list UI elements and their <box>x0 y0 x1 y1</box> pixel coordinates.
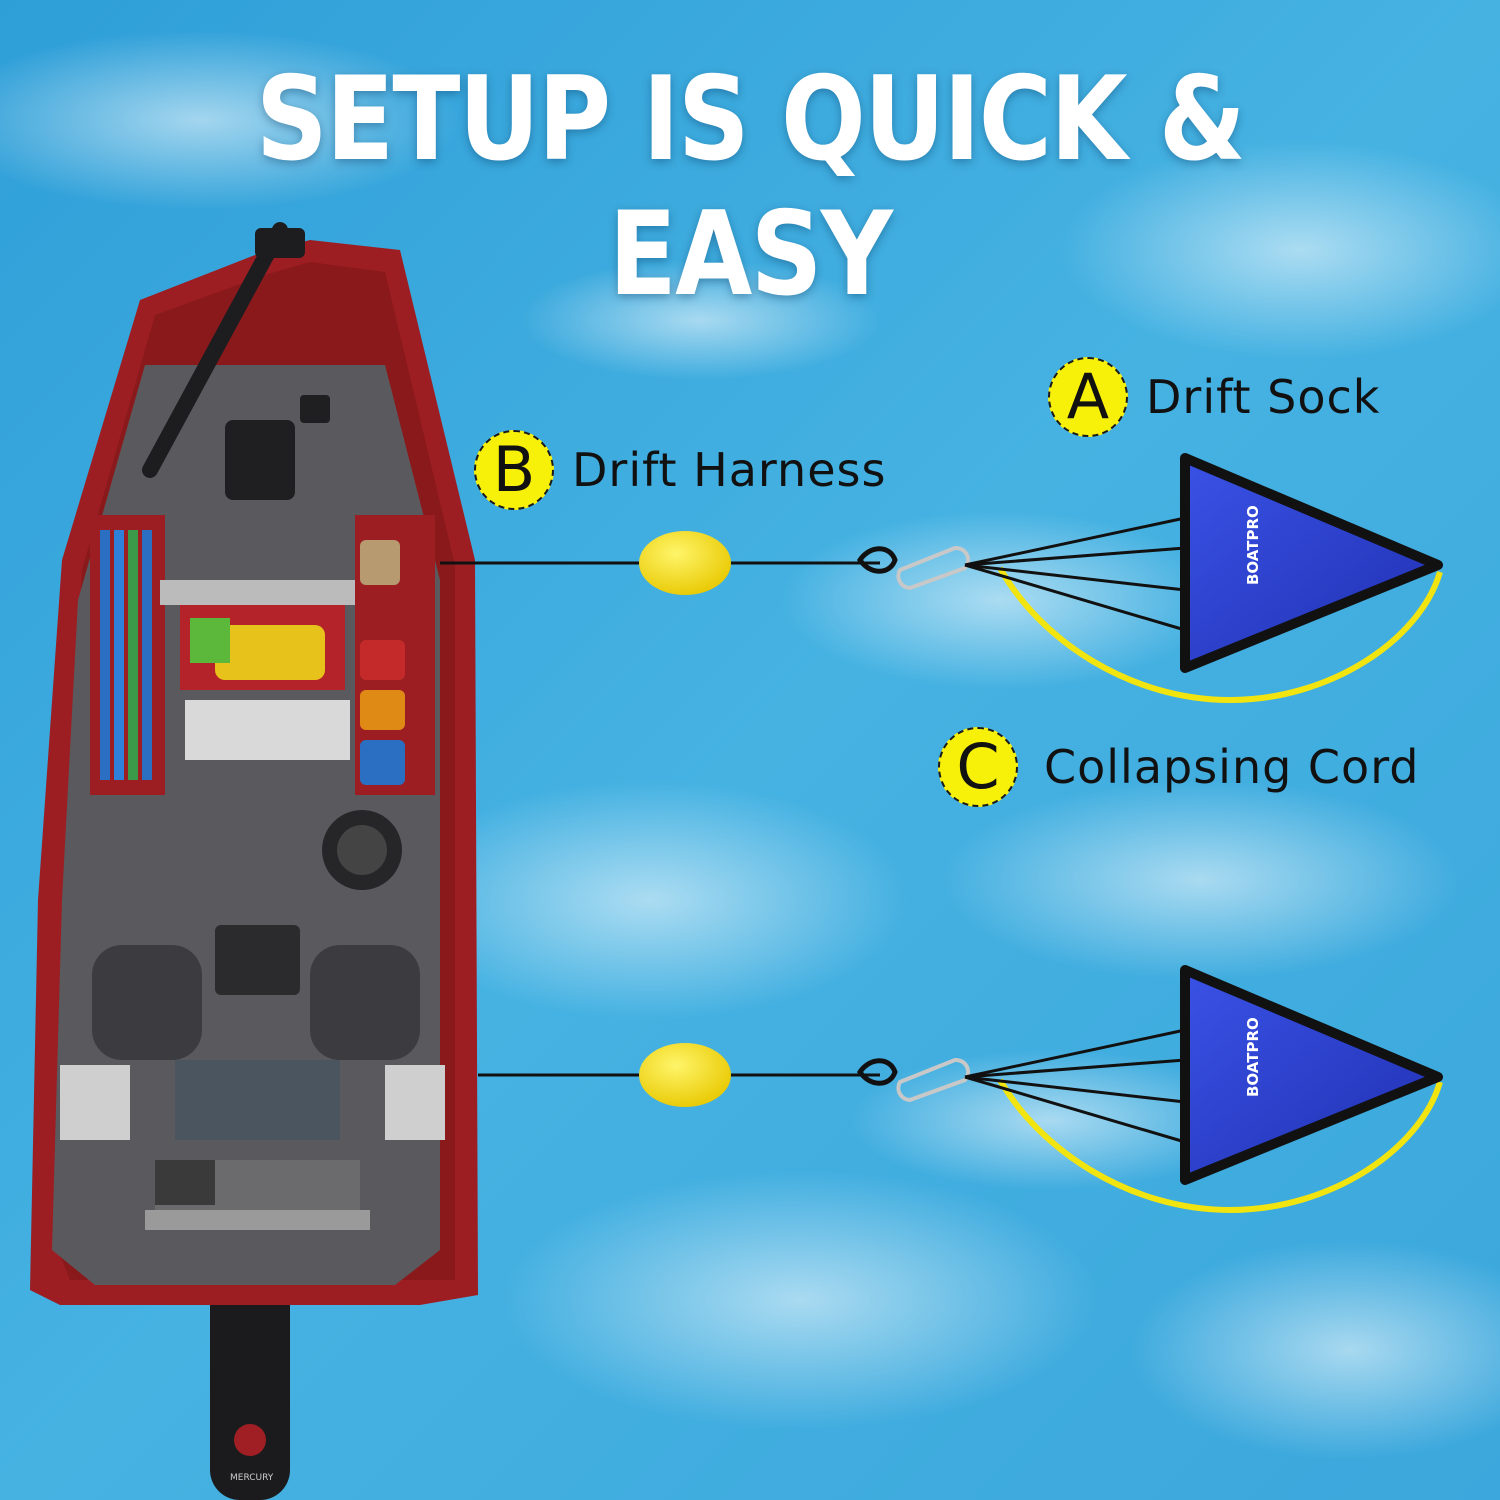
carabiner-icon <box>896 545 971 591</box>
callout-badge-c: C <box>938 727 1018 807</box>
float-buoy-icon <box>639 1043 731 1107</box>
callout-label-a: Drift Sock <box>1146 370 1381 424</box>
boat-image: MERCURY <box>30 222 478 1500</box>
drift-rig-top: BOATPRO <box>440 453 1443 704</box>
motor-brand: MERCURY <box>230 1473 274 1483</box>
drift-sock-icon: BOATPRO <box>1180 965 1443 1185</box>
callout-badge-b: B <box>474 430 554 510</box>
sock-brand: BOATPRO <box>1244 1017 1262 1097</box>
callout-label-c: Collapsing Cord <box>1044 740 1420 794</box>
callout-badge-a: A <box>1048 357 1128 437</box>
callout-drift-harness: B Drift Harness <box>474 430 886 510</box>
boat-seats <box>92 925 420 1060</box>
callout-label-b: Drift Harness <box>572 443 887 497</box>
callout-collapsing-cord: C Collapsing Cord <box>938 727 1420 807</box>
float-buoy-icon <box>639 531 731 595</box>
drift-rig-bottom: BOATPRO <box>478 965 1443 1214</box>
outboard-motor: MERCURY <box>210 1270 290 1500</box>
callout-drift-sock: A Drift Sock <box>1048 357 1380 437</box>
carabiner-icon <box>896 1057 971 1103</box>
headline: SETUP IS QUICK & EASY <box>255 52 1246 322</box>
drift-sock-icon: BOATPRO <box>1180 453 1443 673</box>
sock-brand: BOATPRO <box>1244 505 1262 585</box>
water-foam <box>0 30 1500 1460</box>
rod-locker <box>100 530 152 780</box>
